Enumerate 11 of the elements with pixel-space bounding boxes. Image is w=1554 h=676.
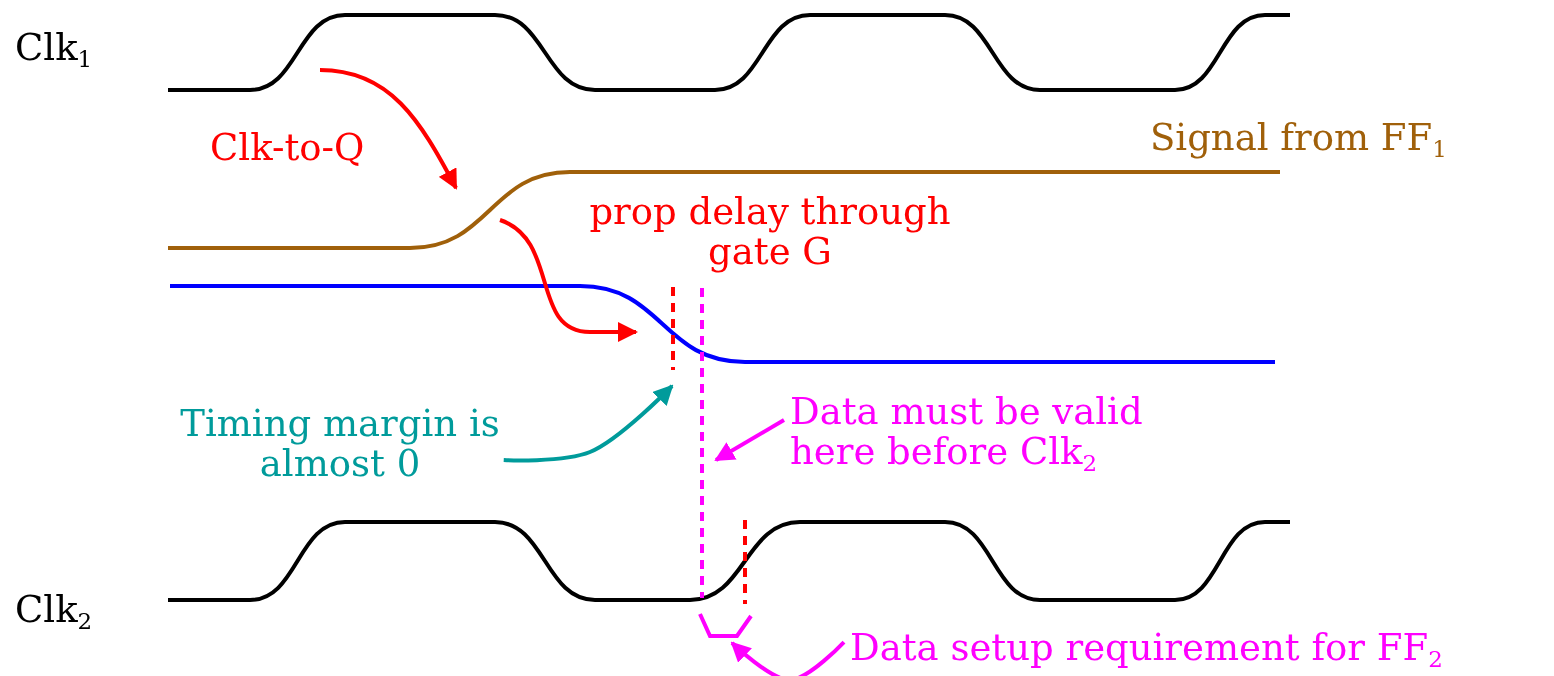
delay-label: prop delay through gate G	[588, 192, 952, 272]
annotation-text: Data setup requirement for FF$_{2}$	[850, 628, 1550, 668]
leader-arrow	[714, 418, 785, 462]
leader-arrow	[730, 640, 846, 676]
signal-name: Clk$_{1}$	[15, 28, 93, 68]
delay-label: Clk-to-Q	[210, 128, 365, 168]
signal-name: Clk$_{2}$	[15, 590, 93, 630]
leader-arrow	[503, 384, 674, 463]
annotation-text: Timing margin is almost 0	[160, 404, 520, 484]
signal-name: Signal from FF$_{1}$	[1150, 118, 1447, 158]
annotation-text: Data must be valid here before Clk$_{2}$	[790, 392, 1230, 472]
